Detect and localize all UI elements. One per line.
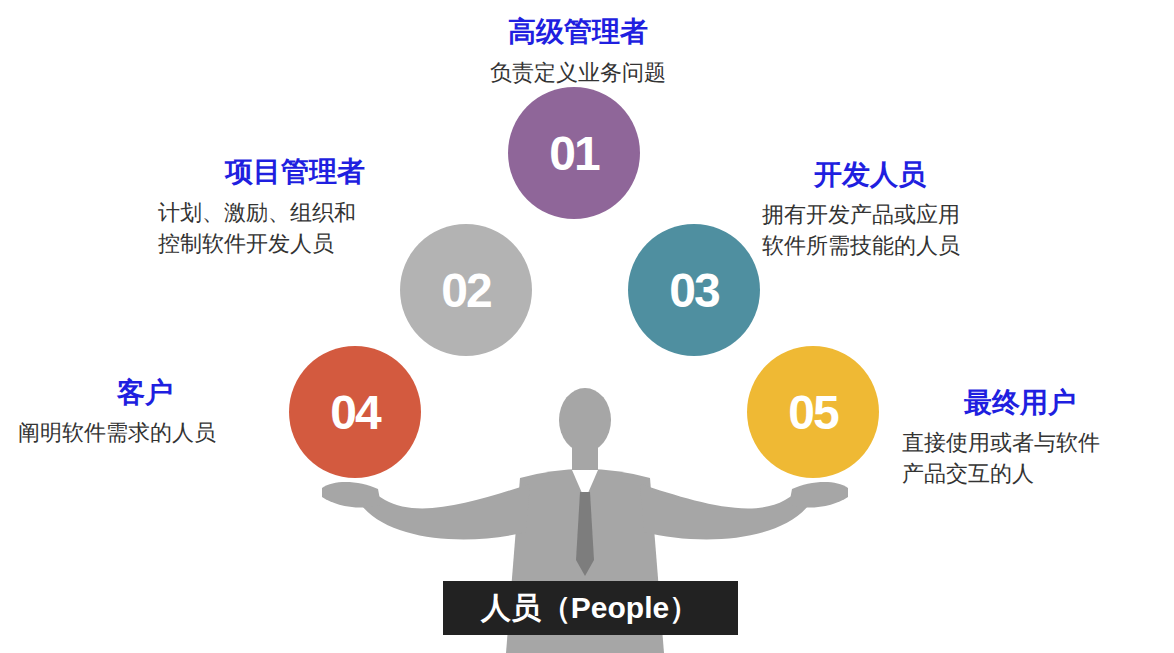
circle-fill bbox=[628, 224, 760, 356]
callout-number: 02 bbox=[441, 263, 490, 318]
text-line: 计划、激励、组织和 bbox=[158, 197, 356, 228]
role-heading: 客户 bbox=[117, 376, 173, 410]
text-line: 拥有开发产品或应用 bbox=[762, 199, 960, 230]
text-line: 软件所需技能的人员 bbox=[762, 230, 960, 261]
callout-number: 05 bbox=[788, 385, 837, 440]
role-circle: 05最终用户直接使用或者与软件产品交互的人 bbox=[747, 346, 879, 478]
title-box: 人员（People） bbox=[443, 581, 738, 635]
callout-number: 04 bbox=[330, 385, 379, 440]
circle-fill bbox=[508, 87, 640, 219]
role-description: 负责定义业务问题 bbox=[490, 57, 666, 88]
role-circle: 03开发人员拥有开发产品或应用软件所需技能的人员 bbox=[628, 224, 760, 356]
role-heading: 最终用户 bbox=[964, 386, 1076, 420]
text-line: 阐明软件需求的人员 bbox=[18, 417, 216, 448]
circle-fill bbox=[289, 346, 421, 478]
circle-fill bbox=[747, 346, 879, 478]
role-heading: 高级管理者 bbox=[508, 15, 648, 49]
text-line: 产品交互的人 bbox=[902, 458, 1100, 489]
text-line: 控制软件开发人员 bbox=[158, 228, 356, 259]
title-text: 人员（People） bbox=[481, 590, 699, 626]
role-circle: 01高级管理者负责定义业务问题 bbox=[508, 87, 640, 219]
circle-fill bbox=[400, 224, 532, 356]
role-description: 计划、激励、组织和控制软件开发人员 bbox=[158, 197, 356, 259]
role-description: 阐明软件需求的人员 bbox=[18, 417, 216, 448]
text-line: 负责定义业务问题 bbox=[490, 57, 666, 88]
text-line: 直接使用或者与软件 bbox=[902, 427, 1100, 458]
callout-number: 01 bbox=[549, 126, 598, 181]
callout-number: 03 bbox=[669, 263, 718, 318]
role-description: 直接使用或者与软件产品交互的人 bbox=[902, 427, 1100, 489]
role-description: 拥有开发产品或应用软件所需技能的人员 bbox=[762, 199, 960, 261]
role-circle: 02项目管理者计划、激励、组织和控制软件开发人员 bbox=[400, 224, 532, 356]
role-circle: 04客户阐明软件需求的人员 bbox=[289, 346, 421, 478]
role-heading: 项目管理者 bbox=[225, 155, 365, 189]
necktie bbox=[576, 492, 594, 576]
role-heading: 开发人员 bbox=[814, 158, 926, 192]
